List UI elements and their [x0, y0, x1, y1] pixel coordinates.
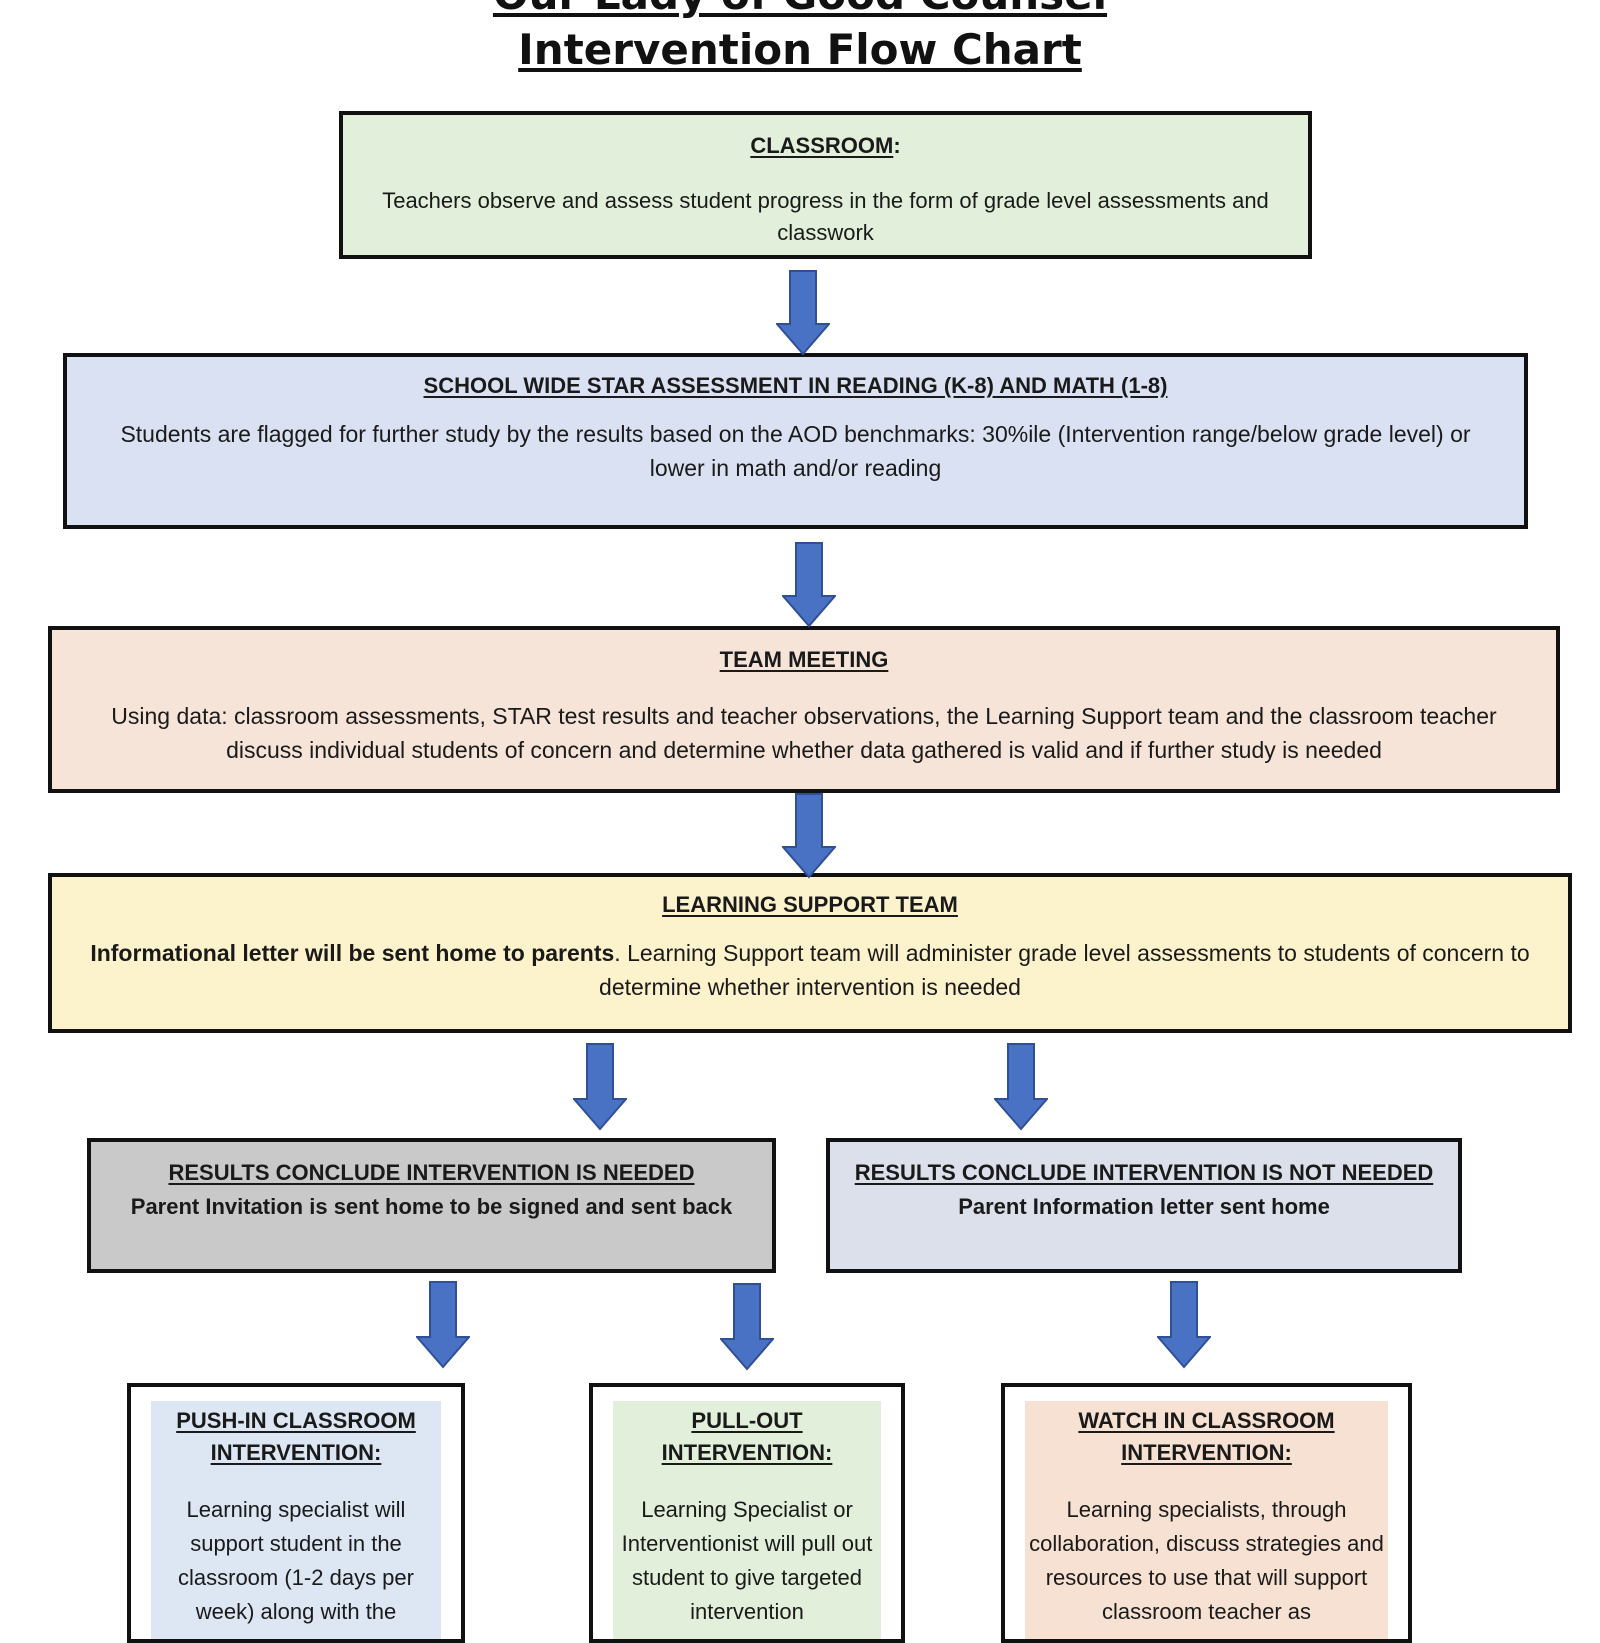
intervention-not-needed-box: RESULTS CONCLUDE INTERVENTION IS NOT NEE… [826, 1138, 1462, 1273]
team-meeting-box: TEAM MEETING Using data: classroom asses… [48, 626, 1560, 793]
chart-title-line-1: Our Lady of Good Counsel [0, 0, 1600, 19]
down-arrow-icon [782, 542, 836, 628]
classroom-heading-wrap: CLASSROOM: [343, 133, 1308, 159]
star-assessment-body: Students are flagged for further study b… [120, 421, 1471, 481]
star-assessment-heading: SCHOOL WIDE STAR ASSESSMENT IN READING (… [423, 373, 1168, 398]
classroom-body: Teachers observe and assess student prog… [382, 188, 1269, 245]
star-assessment-box: SCHOOL WIDE STAR ASSESSMENT IN READING (… [63, 353, 1528, 529]
watch-box: WATCH IN CLASSROOM INTERVENTION: Learnin… [1001, 1383, 1412, 1643]
down-arrow-icon [573, 1043, 627, 1131]
intervention-needed-heading: RESULTS CONCLUDE INTERVENTION IS NEEDED [168, 1160, 695, 1185]
learning-support-body: Informational letter will be sent home t… [72, 936, 1548, 1004]
down-arrow-icon [416, 1281, 470, 1369]
learning-support-body-rest: . Learning Support team will administer … [599, 940, 1530, 1000]
pull-out-body: Learning Specialist or Interventionist w… [621, 1497, 873, 1624]
intervention-needed-box: RESULTS CONCLUDE INTERVENTION IS NEEDED … [87, 1138, 776, 1273]
push-in-body: Learning specialist will support student… [178, 1497, 414, 1624]
chart-title-line-2: Intervention Flow Chart [518, 25, 1082, 74]
intervention-not-needed-sub: Parent Information letter sent home [958, 1194, 1330, 1219]
learning-support-heading: LEARNING SUPPORT TEAM [662, 892, 958, 917]
down-arrow-icon [1157, 1281, 1211, 1369]
learning-support-body-bold: Informational letter will be sent home t… [90, 940, 615, 966]
learning-support-box: LEARNING SUPPORT TEAM Informational lett… [48, 873, 1572, 1033]
down-arrow-icon [720, 1283, 774, 1371]
pull-out-heading: PULL-OUT INTERVENTION: [661, 1408, 833, 1465]
pull-out-box: PULL-OUT INTERVENTION: Learning Speciali… [589, 1383, 905, 1643]
pull-out-panel: PULL-OUT INTERVENTION: Learning Speciali… [613, 1401, 881, 1639]
classroom-heading: CLASSROOM [750, 133, 894, 158]
down-arrow-icon [782, 793, 836, 879]
intervention-not-needed-heading: RESULTS CONCLUDE INTERVENTION IS NOT NEE… [854, 1160, 1434, 1185]
watch-panel: WATCH IN CLASSROOM INTERVENTION: Learnin… [1025, 1401, 1388, 1639]
classroom-heading-colon: : [893, 133, 901, 158]
team-meeting-heading: TEAM MEETING [719, 647, 889, 672]
classroom-box: CLASSROOM: Teachers observe and assess s… [339, 111, 1312, 259]
intervention-needed-sub: Parent Invitation is sent home to be sig… [130, 1194, 733, 1219]
watch-body: Learning specialists, through collaborat… [1029, 1497, 1384, 1624]
push-in-box: PUSH-IN CLASSROOM INTERVENTION: Learning… [127, 1383, 465, 1643]
down-arrow-icon [994, 1043, 1048, 1131]
down-arrow-icon [776, 270, 830, 356]
watch-heading: WATCH IN CLASSROOM INTERVENTION: [1078, 1408, 1335, 1465]
push-in-panel: PUSH-IN CLASSROOM INTERVENTION: Learning… [151, 1401, 441, 1639]
push-in-heading: PUSH-IN CLASSROOM INTERVENTION: [176, 1408, 416, 1465]
team-meeting-body: Using data: classroom assessments, STAR … [111, 703, 1497, 763]
